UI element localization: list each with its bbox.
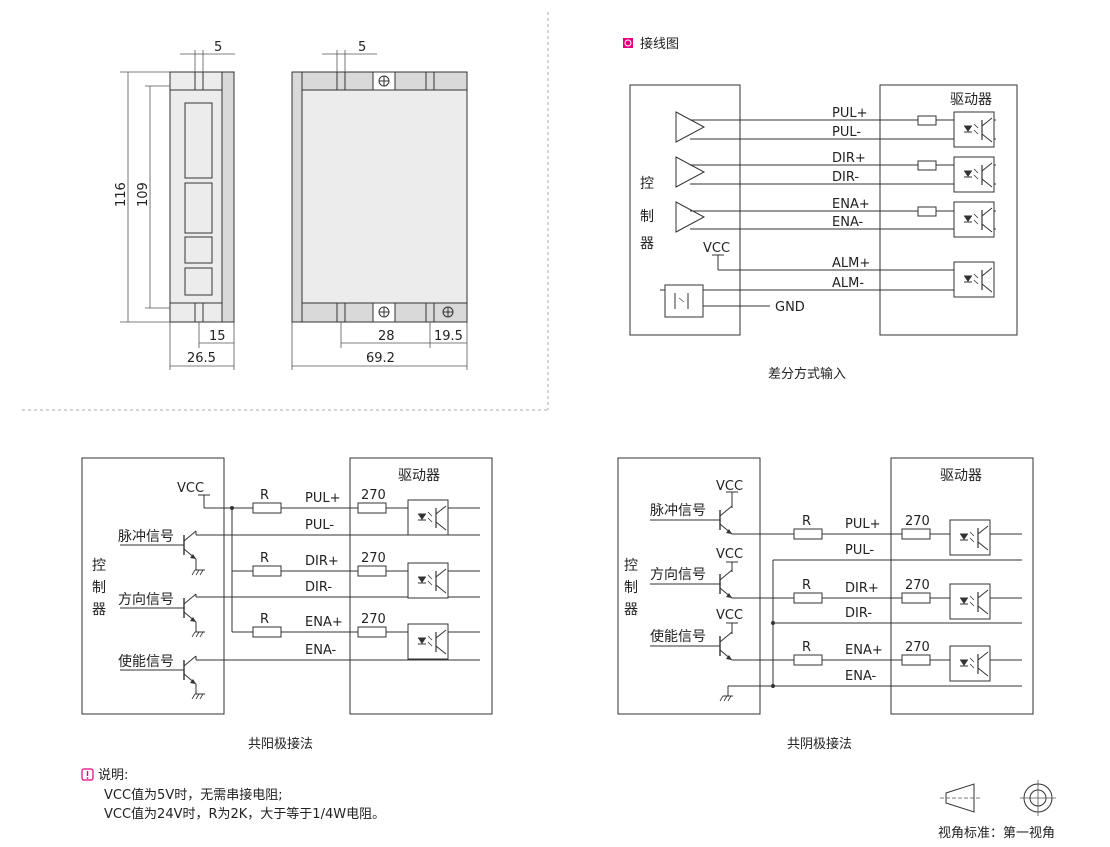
- ca-r-label-3: R: [260, 612, 269, 627]
- dim-front-bottom-small: 15: [209, 329, 226, 344]
- cc-vcc-label-1: VCC: [716, 479, 743, 494]
- diff-controller-char-1: 控: [640, 176, 654, 192]
- dim-side-right-offset: 19.5: [434, 329, 463, 344]
- heading-marker-icon: [623, 38, 633, 48]
- diff-caption: 差分方式输入: [768, 366, 846, 382]
- ca-r270-label-1: 270: [361, 488, 386, 503]
- dim-front-width: 26.5: [187, 351, 216, 366]
- diff-controller-char-2: 制: [640, 209, 654, 225]
- notes-line-1: VCC值为5V时，无需串接电阻;: [104, 787, 283, 803]
- cc-signal-direction: 方向信号: [650, 567, 706, 583]
- ca-controller-char-3: 器: [92, 602, 106, 618]
- cc-caption: 共阴极接法: [787, 736, 852, 752]
- notes-title: 说明:: [98, 768, 128, 783]
- ca-driver-label: 驱动器: [398, 468, 440, 484]
- common-cathode-diagram: [617, 457, 1034, 715]
- ca-signal-pulse: 脉冲信号: [118, 529, 174, 545]
- diff-signal-pul-plus: PUL+: [832, 106, 868, 121]
- cc-line-ena-minus: ENA-: [845, 669, 877, 684]
- heading-marker-ring: [624, 39, 632, 47]
- cc-signal-pulse: 脉冲信号: [650, 503, 706, 519]
- ca-controller-char-1: 控: [92, 558, 106, 574]
- ca-line-dir-minus: DIR-: [305, 580, 332, 595]
- cc-driver-label: 驱动器: [940, 468, 982, 484]
- diff-signal-ena-plus: ENA+: [832, 197, 870, 212]
- diff-alarm-minus: ALM-: [832, 276, 864, 291]
- ca-vcc-label: VCC: [177, 481, 204, 496]
- ca-line-dir-plus: DIR+: [305, 554, 339, 569]
- dim-side-top-gap: 5: [358, 40, 366, 55]
- ca-line-pul-plus: PUL+: [305, 491, 341, 506]
- differential-diagram: [629, 84, 1018, 336]
- ca-caption: 共阳极接法: [248, 736, 313, 752]
- note-warning-icon: [81, 768, 94, 781]
- dim-side-spacing: 28: [378, 329, 395, 344]
- ca-r-label-2: R: [260, 551, 269, 566]
- ca-line-ena-minus: ENA-: [305, 643, 337, 658]
- notes-line-2: VCC值为24V时，R为2K，大于等于1/4W电阻。: [104, 806, 385, 822]
- ca-controller-char-2: 制: [92, 580, 106, 596]
- cc-vcc-label-2: VCC: [716, 547, 743, 562]
- diff-signal-dir-plus: DIR+: [832, 151, 866, 166]
- ca-signal-direction: 方向信号: [118, 592, 174, 608]
- cc-line-dir-minus: DIR-: [845, 606, 872, 621]
- diff-signal-dir-minus: DIR-: [832, 170, 859, 185]
- dim-front-top-gap: 5: [214, 40, 222, 55]
- common-anode-diagram: [81, 457, 493, 715]
- diff-signal-ena-minus: ENA-: [832, 215, 864, 230]
- front-view-drawing: [120, 50, 235, 370]
- ca-r-label-1: R: [260, 488, 269, 503]
- cc-r-label-2: R: [802, 578, 811, 593]
- cc-r270-label-2: 270: [905, 578, 930, 593]
- cc-r270-label-1: 270: [905, 514, 930, 529]
- diff-alarm-plus: ALM+: [832, 256, 870, 271]
- cc-r270-label-3: 270: [905, 640, 930, 655]
- cc-r-label-1: R: [802, 514, 811, 529]
- cc-r-label-3: R: [802, 640, 811, 655]
- wiring-heading: 接线图: [640, 36, 679, 52]
- cc-controller-char-1: 控: [624, 558, 638, 574]
- cc-line-dir-plus: DIR+: [845, 581, 879, 596]
- cc-line-pul-plus: PUL+: [845, 517, 881, 532]
- first-angle-projection-icon: [940, 780, 1056, 816]
- diff-controller-char-3: 器: [640, 236, 654, 252]
- dim-side-width: 69.2: [366, 351, 395, 366]
- dim-height-inner: 109: [136, 182, 151, 207]
- diff-signal-pul-minus: PUL-: [832, 125, 861, 140]
- projection-label: 视角标准：第一视角: [938, 826, 1055, 841]
- side-view-drawing: [291, 50, 468, 370]
- diff-gnd-label: GND: [775, 300, 805, 315]
- ca-line-ena-plus: ENA+: [305, 615, 343, 630]
- dim-height-outer: 116: [114, 182, 129, 207]
- diff-vcc-label: VCC: [703, 241, 730, 256]
- cc-line-ena-plus: ENA+: [845, 643, 883, 658]
- cc-line-pul-minus: PUL-: [845, 543, 874, 558]
- diff-driver-label: 驱动器: [950, 92, 992, 108]
- note-warning-icon-dot: [86, 777, 89, 779]
- cc-signal-enable: 使能信号: [650, 628, 706, 645]
- ca-r270-label-2: 270: [361, 551, 386, 566]
- ca-r270-label-3: 270: [361, 612, 386, 627]
- cc-controller-char-2: 制: [624, 580, 638, 596]
- cc-vcc-label-3: VCC: [716, 608, 743, 623]
- ca-line-pul-minus: PUL-: [305, 518, 334, 533]
- ca-signal-enable: 使能信号: [118, 653, 174, 670]
- cc-controller-char-3: 器: [624, 602, 638, 618]
